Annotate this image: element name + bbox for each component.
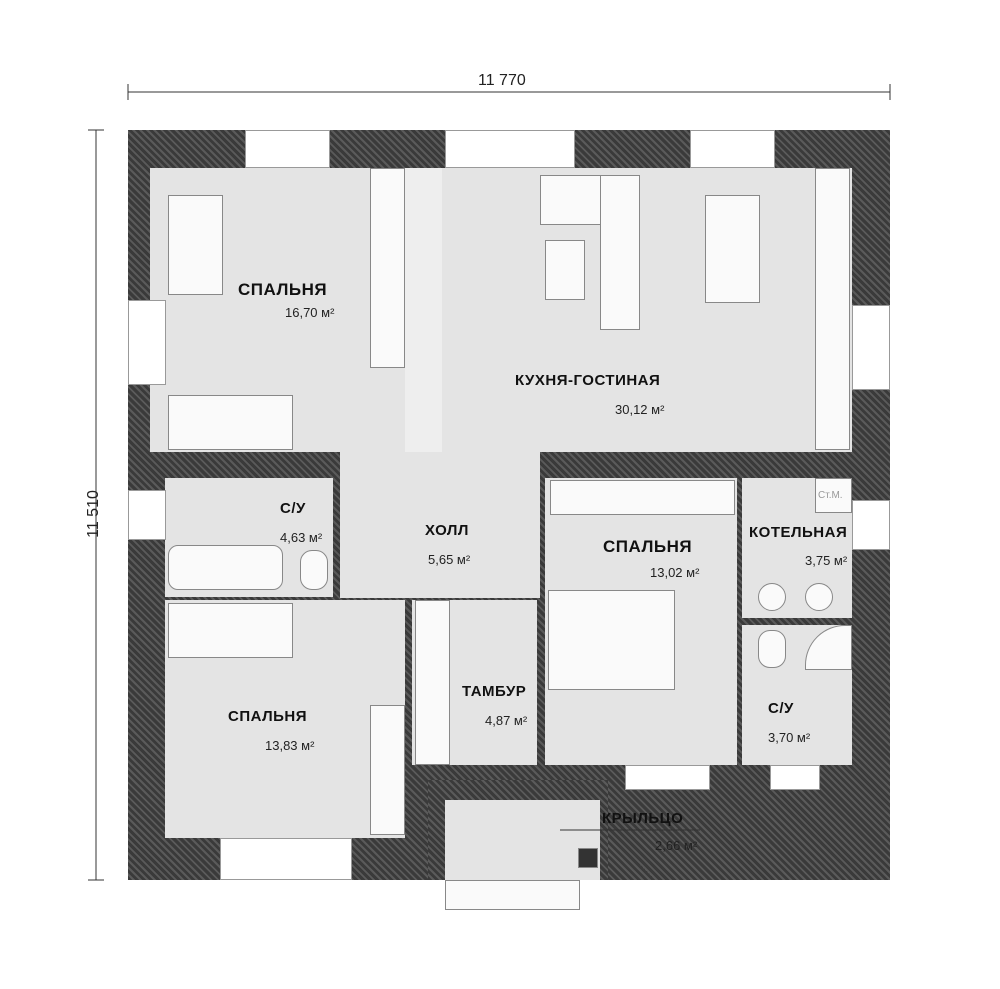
bed xyxy=(548,590,675,690)
room-label: ХОЛЛ xyxy=(425,522,469,539)
washing-machine xyxy=(815,478,852,513)
room-area: 13,02 м² xyxy=(650,565,700,580)
bed xyxy=(168,395,293,450)
toilet xyxy=(300,550,328,590)
room-area: 30,12 м² xyxy=(615,402,665,417)
room-area: 2,66 м² xyxy=(655,838,698,853)
room-label: СПАЛЬНЯ xyxy=(228,708,308,725)
window xyxy=(445,130,575,168)
room-label: КРЫЛЬЦО xyxy=(602,810,684,827)
toilet xyxy=(758,630,786,668)
window xyxy=(852,500,890,550)
window xyxy=(128,490,166,540)
room-label: КУХНЯ-ГОСТИНАЯ xyxy=(515,372,661,389)
bed xyxy=(168,603,293,658)
room-label: КОТЕЛЬНАЯ xyxy=(749,524,848,541)
window xyxy=(220,838,352,880)
bed xyxy=(168,195,223,295)
room-label: С/У xyxy=(280,500,306,517)
room-kitchen-living xyxy=(442,168,852,452)
bathtub xyxy=(168,545,283,590)
window xyxy=(245,130,330,168)
room-area: 16,70 м² xyxy=(285,305,335,320)
room-label: ТАМБУР xyxy=(462,683,527,700)
wardrobe xyxy=(415,600,450,765)
sofa xyxy=(600,175,640,330)
room-label: С/У xyxy=(768,700,794,717)
dining-table xyxy=(705,195,760,303)
room-area: 4,87 м² xyxy=(485,713,528,728)
kitchen-counter xyxy=(815,168,850,450)
room-area: 3,75 м² xyxy=(805,553,848,568)
window xyxy=(690,130,775,168)
window xyxy=(852,305,890,390)
window xyxy=(770,765,820,790)
room-hall xyxy=(340,452,540,598)
column xyxy=(578,848,598,868)
wardrobe xyxy=(370,705,405,835)
width-dimension: 11 770 xyxy=(478,72,526,89)
room-area: 3,70 м² xyxy=(768,730,811,745)
porch-steps xyxy=(445,880,580,910)
wardrobe xyxy=(550,480,735,515)
window xyxy=(625,765,710,790)
wardrobe xyxy=(405,168,442,452)
window xyxy=(128,300,166,385)
washing-machine-label: Ст.М. xyxy=(818,490,843,501)
room-area: 13,83 м² xyxy=(265,738,315,753)
coffee-table xyxy=(545,240,585,300)
room-area: 4,63 м² xyxy=(280,530,323,545)
room-label: СПАЛЬНЯ xyxy=(238,280,328,299)
room-label: СПАЛЬНЯ xyxy=(603,537,693,556)
boiler xyxy=(758,583,786,611)
room-porch xyxy=(445,800,600,880)
boiler xyxy=(805,583,833,611)
wardrobe xyxy=(370,168,405,368)
room-area: 5,65 м² xyxy=(428,552,471,567)
